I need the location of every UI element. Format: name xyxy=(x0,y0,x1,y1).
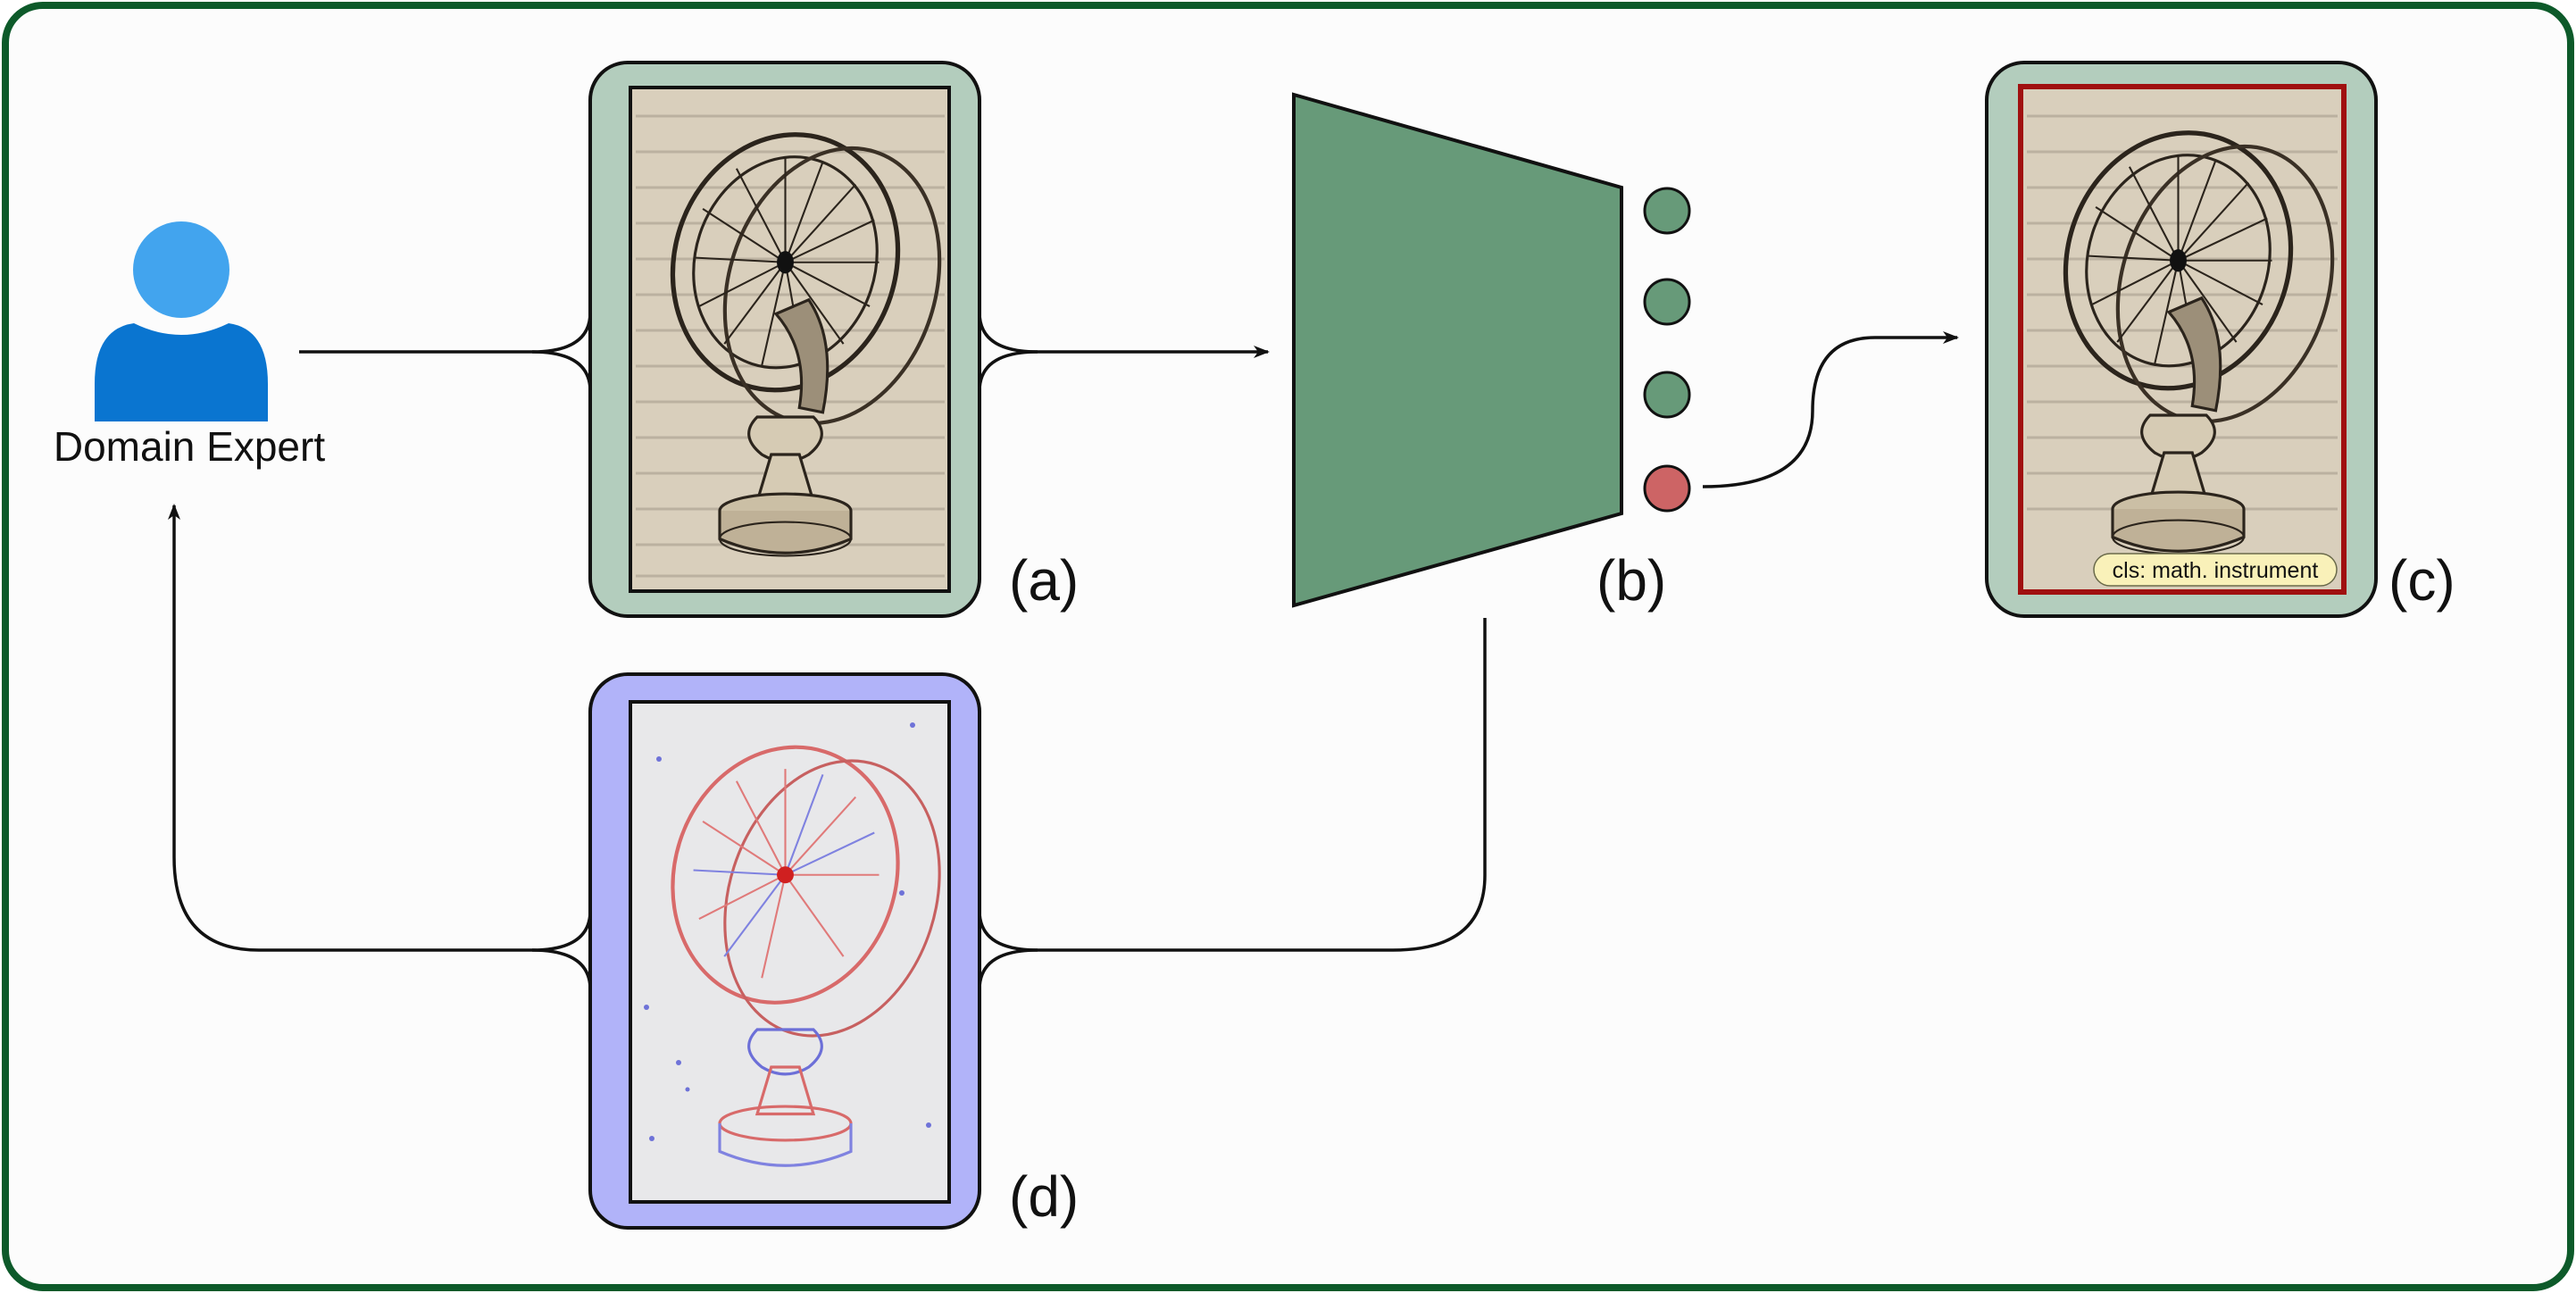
panel-a: (a) xyxy=(588,61,1079,618)
panel-a-label: (a) xyxy=(1009,548,1079,613)
domain-expert: Domain Expert xyxy=(54,221,325,470)
output-node-3 xyxy=(1643,371,1691,419)
connectors xyxy=(168,312,1959,990)
output-node-2 xyxy=(1643,278,1691,326)
brace-a-out-lower xyxy=(978,350,1038,392)
class-tag-text: cls: math. instrument xyxy=(2113,558,2319,583)
domain-expert-label: Domain Expert xyxy=(54,423,325,470)
brace-a-in-lower xyxy=(531,350,592,392)
output-node-selected xyxy=(1643,464,1691,513)
panel-d: (d) xyxy=(588,672,1079,1230)
network-trapezoid xyxy=(1292,92,1623,608)
arrow-d-to-expert xyxy=(168,504,592,952)
panel-c: cls: math. instrument (c) xyxy=(1985,61,2455,618)
brace-d-out-lower xyxy=(531,948,592,990)
classified-image: cls: math. instrument xyxy=(2018,84,2367,595)
input-image xyxy=(629,86,974,593)
relevance-heatmap xyxy=(629,700,951,1204)
panel-c-label: (c) xyxy=(2388,548,2455,613)
brace-d-in-lower xyxy=(978,948,1038,990)
panel-b: (b) xyxy=(1292,92,1691,613)
class-tag xyxy=(2093,553,2338,587)
path-network-to-d xyxy=(978,618,1487,952)
panel-d-label: (d) xyxy=(1009,1164,1079,1229)
panel-b-label: (b) xyxy=(1596,548,1666,613)
user-icon xyxy=(95,221,268,421)
arrow-node-to-output xyxy=(1702,331,1959,488)
output-node-1 xyxy=(1643,187,1691,235)
